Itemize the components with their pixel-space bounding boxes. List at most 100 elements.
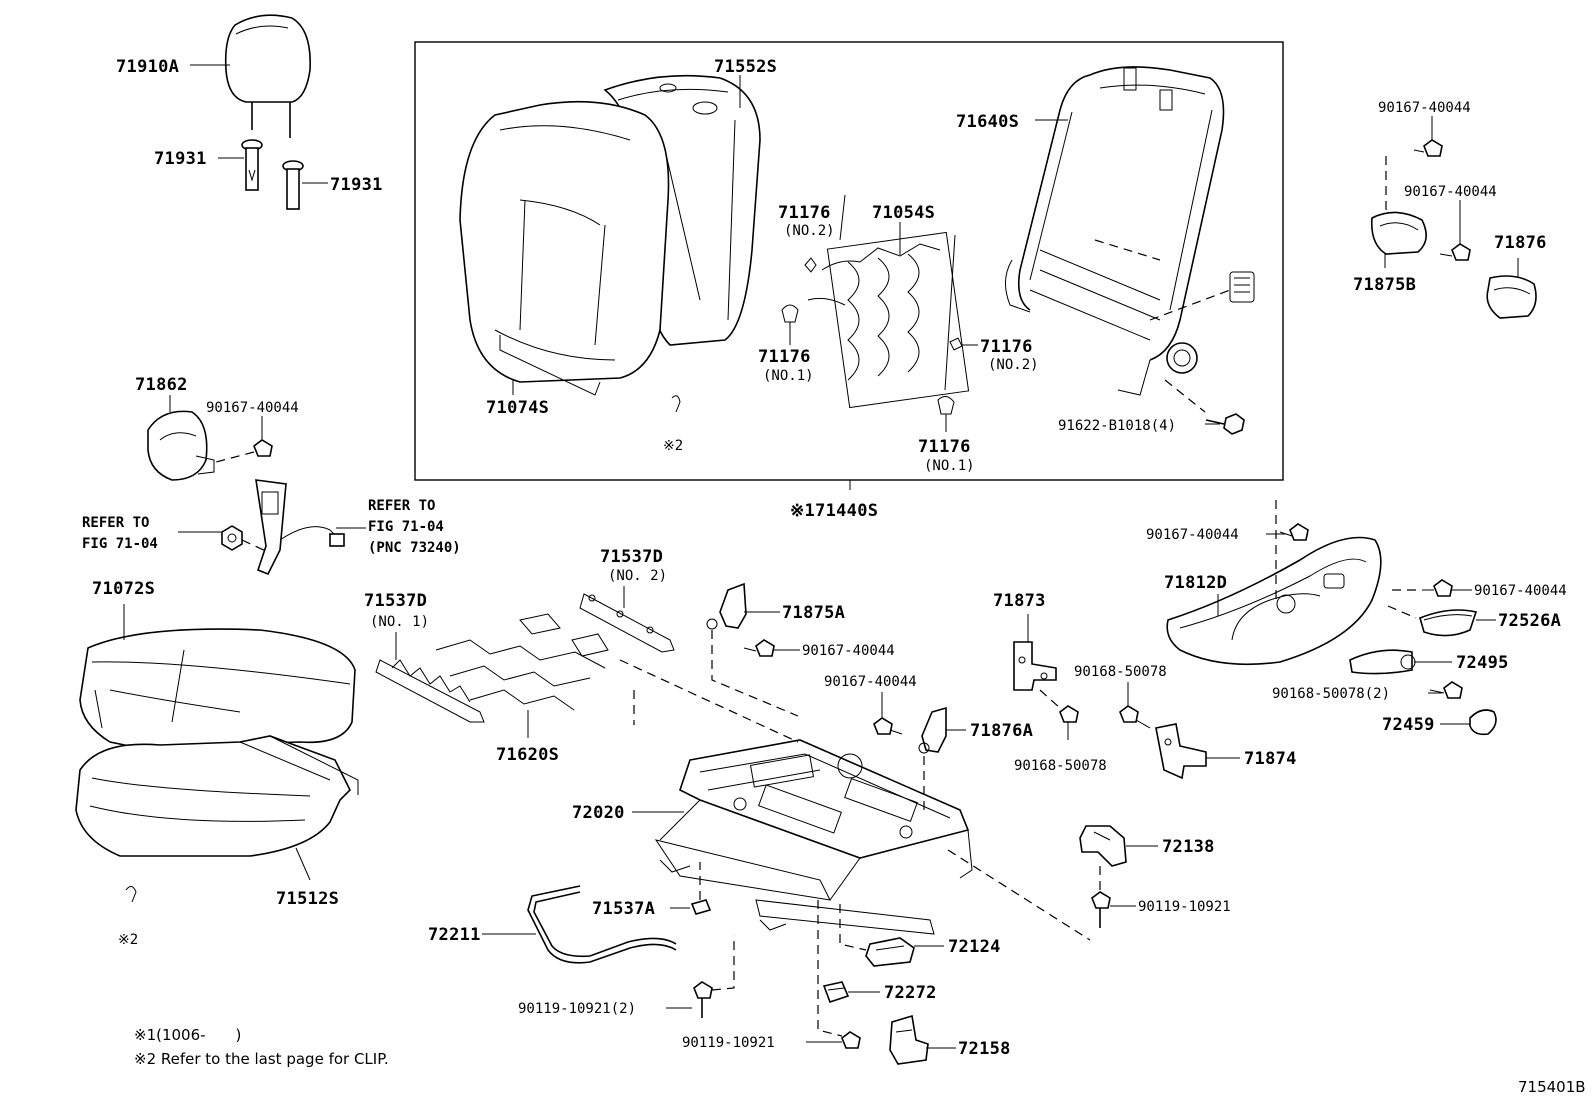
cap-72459-part[interactable] <box>1469 709 1497 736</box>
cover-71876-label: 71876 <box>1494 233 1547 253</box>
screw-knob-part[interactable] <box>1429 681 1463 699</box>
seat-belt-buckle-part[interactable] <box>255 479 345 576</box>
screw-top-a-part[interactable] <box>1413 139 1443 157</box>
adjuster-label: 72020 <box>572 803 625 823</box>
screw-71876a-part[interactable] <box>873 717 903 735</box>
note-1: ※1(1006- ) <box>134 1026 241 1044</box>
headrest-support-b-part[interactable] <box>282 160 304 210</box>
headrest-support-b-label: 71931 <box>330 175 383 195</box>
spring-71537d-no1-label: 71537D <box>364 591 427 611</box>
headrest-support-a-label: 71931 <box>154 149 207 169</box>
hook-no2-a-label: 71176 <box>778 203 831 223</box>
back-frame-part[interactable] <box>1005 66 1255 396</box>
cover-71862-part[interactable] <box>147 410 215 481</box>
hook-no2-b-sub: (NO.2) <box>988 357 1039 373</box>
cover-72158-label: 72158 <box>958 1039 1011 1059</box>
cushion-pad-part[interactable] <box>75 735 359 857</box>
refer-left-line1: REFER TO <box>82 515 149 531</box>
rod-72211-label: 72211 <box>428 925 481 945</box>
cover-71862-label: 71862 <box>135 375 188 395</box>
bracket-71874-part[interactable] <box>1155 723 1207 780</box>
bolt-rail-b-part[interactable] <box>828 1031 861 1049</box>
hook-no2-a-sub: (NO.2) <box>784 223 835 239</box>
pad-71537a-part[interactable] <box>690 899 712 915</box>
figure-id: 715401B <box>1518 1078 1586 1096</box>
clip-cushion-part[interactable] <box>125 886 137 903</box>
cushion-cover-part[interactable] <box>79 628 356 761</box>
assembly-group-label: ※171440S <box>790 501 878 521</box>
belt-nut-part[interactable] <box>221 525 269 553</box>
screw-top-a-label: 90167-40044 <box>1378 100 1471 116</box>
bolt-back-frame-part[interactable] <box>1164 379 1245 435</box>
refer-left-line2: FIG 71-04 <box>82 536 158 552</box>
cover-71876a-label: 71876A <box>970 721 1033 741</box>
headrest-part[interactable] <box>224 14 311 138</box>
bracket-71873-part[interactable] <box>1013 641 1057 691</box>
knob-72526a-part[interactable] <box>1419 609 1478 637</box>
bolt-72138-label: 90119-10921 <box>1138 899 1231 915</box>
cover-71876-part[interactable] <box>1486 275 1537 319</box>
back-spring-part[interactable] <box>807 194 970 409</box>
screw-knob-label: 90168-50078(2) <box>1272 686 1390 702</box>
screw-71862-label: 90167-40044 <box>206 400 299 416</box>
back-pad-part[interactable] <box>459 100 670 396</box>
bolt-rail-a-part[interactable] <box>693 981 713 1018</box>
cushion-cover-label: 71072S <box>92 579 155 599</box>
clip-cushion-label: ※2 <box>118 932 138 948</box>
shield-label: 71812D <box>1164 573 1227 593</box>
cover-72138-part[interactable] <box>1079 825 1127 867</box>
hook-no2-a-part[interactable] <box>804 257 817 273</box>
clip-back-part[interactable] <box>671 395 681 413</box>
spring-71537d-no1-sub: (NO. 1) <box>370 614 429 630</box>
cover-72124-label: 72124 <box>948 937 1001 957</box>
bolt-rail-b-label: 90119-10921 <box>682 1035 775 1051</box>
bolt-71874-label: 90168-50078 <box>1074 664 1167 680</box>
screw-top-b-part[interactable] <box>1439 243 1471 261</box>
bolt-71873-part[interactable] <box>1039 689 1079 740</box>
clip-72272-label: 72272 <box>884 983 937 1003</box>
screw-71875a-part[interactable] <box>743 639 775 657</box>
refer-right-line2: FIG 71-04 <box>368 519 444 535</box>
clip-72272-part[interactable] <box>822 981 850 1004</box>
spring-71537d-no2-part[interactable] <box>579 593 675 653</box>
cover-71875a-label: 71875A <box>782 603 845 623</box>
assembly-group-box <box>414 41 1284 481</box>
back-spring-label: 71054S <box>872 203 935 223</box>
cover-72158-part[interactable] <box>889 1014 929 1065</box>
hook-no1-b-label: 71176 <box>918 437 971 457</box>
bracket-71873-label: 71873 <box>993 591 1046 611</box>
knob-72495-label: 72495 <box>1456 653 1509 673</box>
screw-shield-top-part[interactable] <box>1279 523 1309 541</box>
hook-no1-b-part[interactable] <box>937 396 955 415</box>
spring-71537d-no2-sub: (NO. 2) <box>608 568 667 584</box>
screw-shield-right-part[interactable] <box>1392 579 1453 597</box>
spring-71620s-part[interactable] <box>435 613 609 711</box>
spring-71537d-no2-label: 71537D <box>600 547 663 567</box>
hook-no2-b-part[interactable] <box>949 337 963 351</box>
refer-right-line1: REFER TO <box>368 498 435 514</box>
bolt-71874-part[interactable] <box>1119 705 1151 729</box>
cushion-pad-label: 71512S <box>276 889 339 909</box>
screw-71862-part[interactable] <box>215 439 273 463</box>
cover-71875a-part[interactable] <box>706 582 747 630</box>
hook-no2-b-label: 71176 <box>980 337 1033 357</box>
rod-72211-part[interactable] <box>527 885 677 964</box>
cap-72459-label: 72459 <box>1382 715 1435 735</box>
bolt-71873-label: 90168-50078 <box>1014 758 1107 774</box>
spring-71620s-label: 71620S <box>496 745 559 765</box>
hook-no1-a-part[interactable] <box>781 304 799 323</box>
cover-72124-part[interactable] <box>865 937 915 967</box>
spring-71537d-no1-part[interactable] <box>375 659 485 723</box>
cover-71875b-part[interactable] <box>1370 211 1427 255</box>
cover-71875b-label: 71875B <box>1353 275 1416 295</box>
headrest-support-a-part[interactable] <box>241 139 263 191</box>
hook-no1-a-label: 71176 <box>758 347 811 367</box>
back-pad-label: 71074S <box>486 398 549 418</box>
shield-part[interactable] <box>1166 536 1382 666</box>
knob-72495-part[interactable] <box>1349 649 1416 675</box>
bolt-72138-part[interactable] <box>1091 891 1111 928</box>
bracket-71874-label: 71874 <box>1244 749 1297 769</box>
cover-71876a-part[interactable] <box>918 706 947 754</box>
adjuster-part[interactable] <box>654 739 973 935</box>
screw-top-b-label: 90167-40044 <box>1404 184 1497 200</box>
